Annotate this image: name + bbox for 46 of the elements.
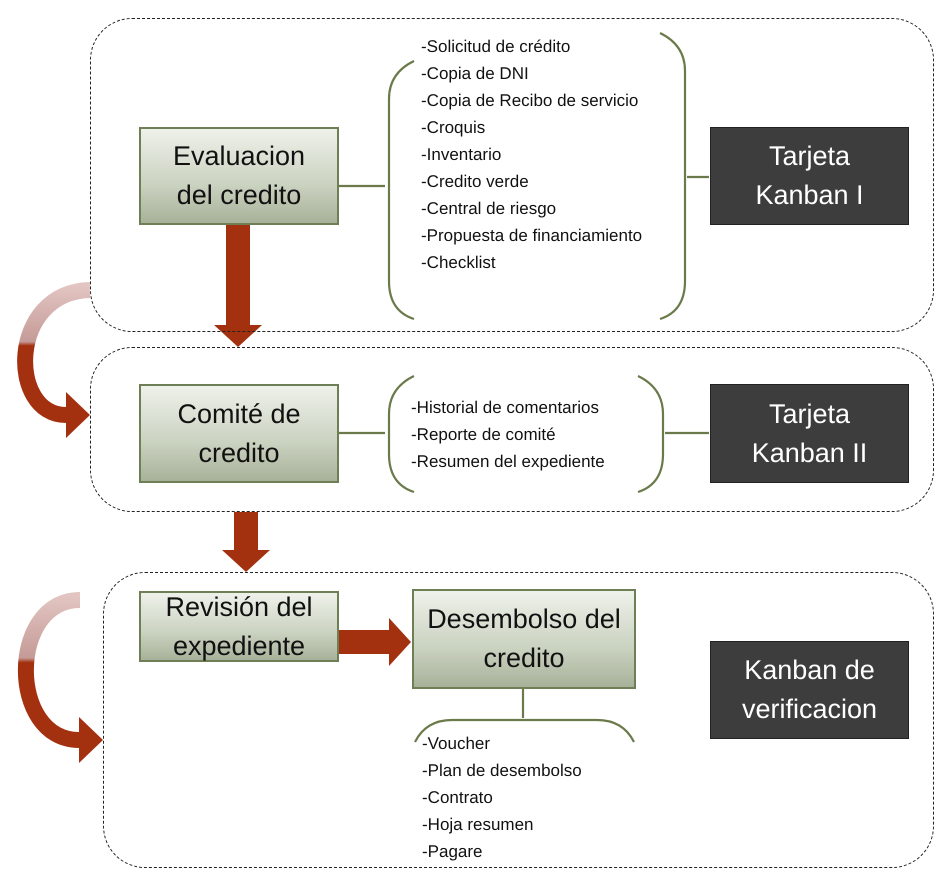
kanban-card <box>710 127 909 225</box>
process-box <box>139 384 339 483</box>
kanban-card <box>710 384 909 483</box>
connector-line <box>665 432 709 434</box>
list-item: -Croquis <box>421 117 486 139</box>
node-label: Desembolso del credito <box>426 603 622 675</box>
list-item: -Contrato <box>422 787 494 809</box>
list-item: -Voucher <box>422 733 492 755</box>
process-box <box>139 127 339 225</box>
connector-line <box>522 688 524 718</box>
list-item: -Checklist <box>421 252 497 274</box>
list-item: -Credito verde <box>421 171 530 193</box>
list-item: -Historial de comentarios <box>411 397 600 419</box>
list-item: -Pagare <box>422 841 484 863</box>
block-arrow <box>338 618 411 666</box>
list-item: -Central de riesgo <box>421 198 558 220</box>
list-item: -Plan de desembolso <box>422 760 583 782</box>
bracketed-list <box>386 31 688 321</box>
dashed-group-frame <box>90 347 934 512</box>
list-item: -Resumen del expediente <box>411 451 606 473</box>
node-label: Evaluacion del credito <box>172 140 306 212</box>
node-label: Kanban de verificacion <box>740 654 878 726</box>
connector-line <box>338 184 385 188</box>
connector-line <box>338 432 385 434</box>
node-label: Tarjeta Kanban I <box>754 140 865 212</box>
list-item: -Hoja resumen <box>422 814 534 836</box>
node-label: Revisión del expediente <box>164 590 314 663</box>
bracketed-list <box>386 374 666 494</box>
dashed-group-frame <box>103 572 934 868</box>
node-label: Comité de credito <box>176 398 302 470</box>
list-item: -Copia de DNI <box>421 63 530 85</box>
list-item: -Reporte de comité <box>411 424 557 446</box>
connector-line <box>687 176 709 178</box>
list-item: -Copia de Recibo de servicio <box>421 90 640 112</box>
process-box <box>412 589 636 689</box>
curved-block-arrow <box>18 592 103 763</box>
kanban-card <box>710 641 909 739</box>
list-item: -Inventario <box>421 144 502 166</box>
node-label: Tarjeta Kanban II <box>750 398 868 470</box>
list-item: -Propuesta de financiamiento <box>421 225 644 247</box>
dashed-group-frame <box>90 18 934 332</box>
block-arrow <box>214 224 262 347</box>
list-item: -Solicitud de crédito <box>421 36 572 58</box>
process-box <box>139 591 339 662</box>
bracketed-list <box>412 718 637 863</box>
block-arrow <box>222 512 270 572</box>
